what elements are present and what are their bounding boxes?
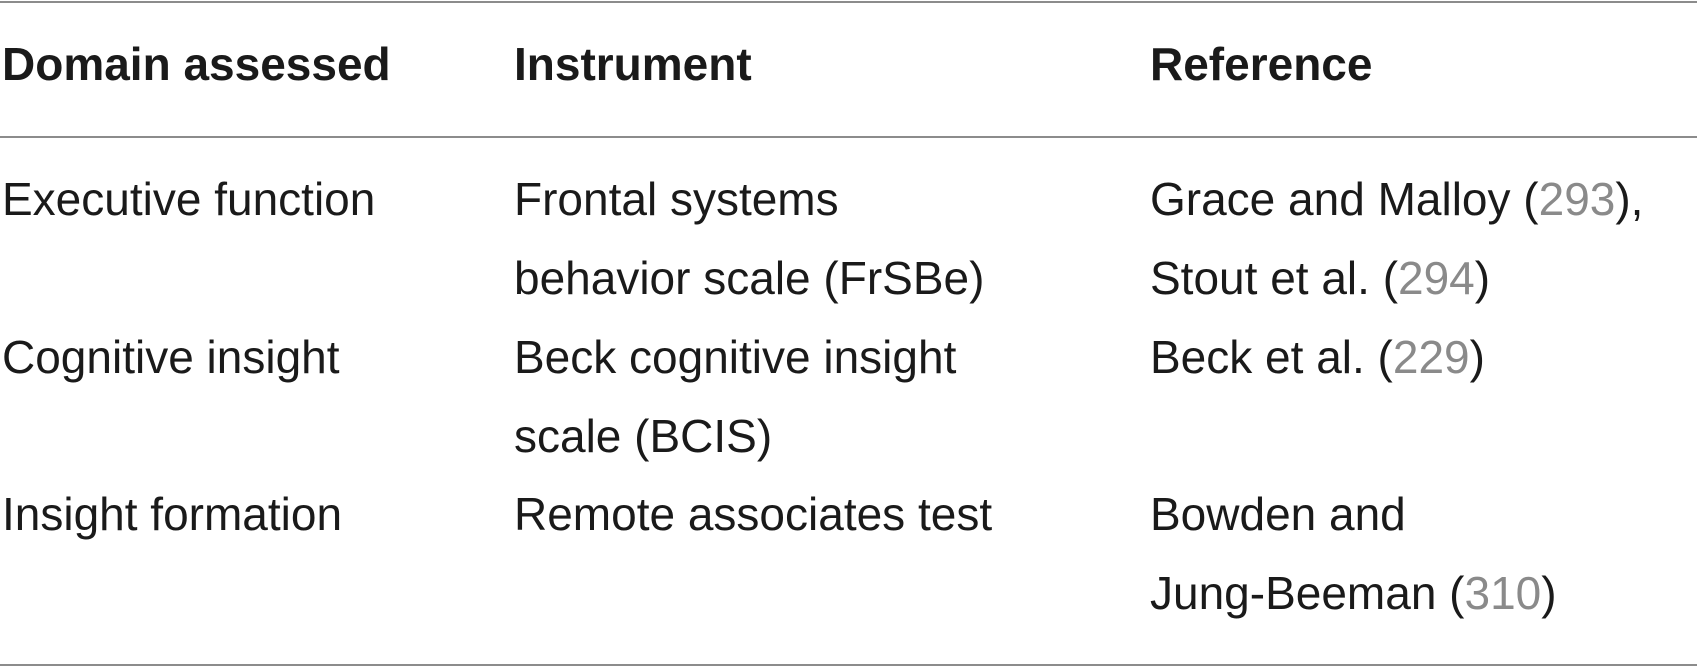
table-header-rule	[0, 136, 1697, 138]
reference-line: Beck et al. (229)	[1150, 318, 1485, 397]
table-row-3-instrument: Remote associates test	[514, 475, 992, 554]
table-bottom-rule	[0, 664, 1697, 666]
reference-number-link[interactable]: 310	[1464, 567, 1542, 619]
table-top-rule	[0, 1, 1697, 3]
reference-text: Stout et al. (	[1150, 252, 1399, 304]
table-row-2-domain: Cognitive insight	[2, 331, 340, 383]
reference-line: Stout et al. (294)	[1150, 239, 1643, 318]
reference-number-link[interactable]: 229	[1392, 331, 1470, 383]
reference-text: Grace and Malloy (	[1150, 173, 1539, 225]
header-domain-assessed: Domain assessed	[2, 38, 391, 90]
instrument-line: Frontal systems	[514, 173, 839, 225]
reference-text: )	[1474, 252, 1491, 304]
reference-text: ),	[1615, 173, 1644, 225]
reference-line: Bowden and	[1150, 475, 1557, 554]
reference-text: Jung-Beeman (	[1150, 567, 1465, 619]
table-row-2-reference: Beck et al. (229)	[1150, 318, 1485, 397]
instrument-line: behavior scale (FrSBe)	[514, 252, 985, 304]
instrument-line: scale (BCIS)	[514, 410, 773, 462]
table-row-1-domain: Executive function	[2, 173, 376, 225]
table-row-3-reference: Bowden and Jung-Beeman (310)	[1150, 475, 1557, 633]
instrument-line: Remote associates test	[514, 488, 993, 540]
reference-number-link[interactable]: 294	[1398, 252, 1475, 304]
reference-line: Jung-Beeman (310)	[1150, 554, 1557, 633]
reference-line: Grace and Malloy (293),	[1150, 160, 1643, 239]
reference-text: Bowden and	[1150, 488, 1406, 540]
table-row-2-instrument: Beck cognitive insight scale (BCIS)	[514, 318, 956, 476]
reference-number-link[interactable]: 293	[1538, 173, 1616, 225]
reference-text: )	[1469, 331, 1485, 383]
table-row-1-instrument: Frontal systems behavior scale (FrSBe)	[514, 160, 984, 318]
reference-text: )	[1541, 567, 1557, 619]
instrument-line: Beck cognitive insight	[514, 331, 957, 383]
header-reference: Reference	[1150, 38, 1373, 90]
header-instrument: Instrument	[514, 38, 752, 90]
reference-text: Beck et al. (	[1150, 331, 1393, 383]
table-row-3-domain: Insight formation	[2, 488, 343, 540]
table-row-1-reference: Grace and Malloy (293), Stout et al. (29…	[1150, 160, 1643, 318]
